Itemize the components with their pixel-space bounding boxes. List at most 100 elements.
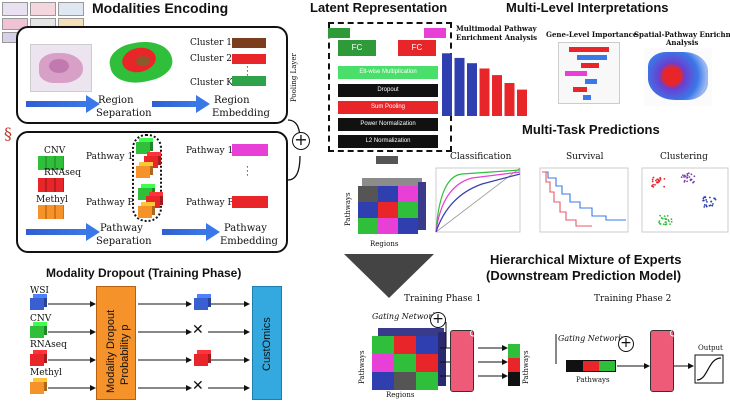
cluster-point <box>687 172 690 175</box>
pathway-1-embedding <box>232 144 268 156</box>
hme-pathways-label-2: Pathways <box>576 376 610 384</box>
pathway-separation-label-2: Separation <box>96 236 152 247</box>
hme-title-line-1: Hierarchical Mixture of Experts <box>490 252 682 267</box>
cluster-point <box>652 183 655 186</box>
dropout-wsi-label: WSI <box>30 286 49 296</box>
cluster-point <box>659 178 662 181</box>
modality-dropout-box: Modality Dropout Probability p <box>96 286 136 400</box>
cluster-point <box>664 223 667 226</box>
cluster-point <box>651 178 654 181</box>
region-separation-arrowhead <box>86 95 100 113</box>
multimodal-title-2: Enrichment Analysis <box>456 33 538 42</box>
clustering-chart <box>641 167 729 233</box>
hme-output-pathways-label: Pathways <box>522 350 530 384</box>
pathway-1-label: Pathway 1 <box>86 152 134 162</box>
cluster-point <box>713 197 715 200</box>
cluster-k-label: Cluster K <box>190 78 234 88</box>
pathway-1-embedding-label: Pathway 1 <box>186 146 234 156</box>
hme-vector-phase-2 <box>566 360 616 372</box>
output-label: Output <box>698 344 723 352</box>
cluster-point <box>658 221 661 224</box>
hme-arrows-2 <box>555 334 694 369</box>
cluster-point <box>688 176 691 178</box>
fc-input-green <box>328 28 350 38</box>
latent-regions-label: Regions <box>370 240 399 248</box>
cluster-point <box>680 176 683 179</box>
spatial-title-1: Spatial-Pathway Enrichment <box>634 30 730 39</box>
cluster-point <box>686 180 689 183</box>
cluster-point <box>667 219 670 221</box>
cluster-point <box>711 204 714 207</box>
section-title-latent-representation: Latent Representation <box>310 0 448 15</box>
training-phase-1-label: Training Phase 1 <box>404 294 482 304</box>
fc-left: FC <box>338 40 376 56</box>
cluster-point <box>703 206 706 208</box>
pathway-separation-arrow <box>26 229 86 235</box>
pathway-1-orange-cube <box>136 166 150 178</box>
pathway-p-orange-cube <box>138 206 152 218</box>
training-phase-2-label: Training Phase 2 <box>594 294 672 304</box>
dropout-cnv-label: CNV <box>30 314 52 324</box>
cluster-point <box>657 179 660 182</box>
cluster-point <box>670 218 673 221</box>
cluster-point <box>702 197 705 200</box>
multimodal-bar-chart <box>442 53 527 116</box>
step-l2-normalization: L2 Normalization <box>338 135 438 148</box>
enrichment-bar <box>454 57 465 116</box>
enrichment-bar <box>517 89 527 116</box>
pathway-embedding-label-2: Embedding <box>220 236 278 247</box>
cluster-point <box>711 203 714 205</box>
gene-level-title: Gene-Level Importance <box>546 30 638 39</box>
cluster-point <box>652 176 655 179</box>
cluster-1-label: Cluster 1 <box>190 38 233 48</box>
fc-right: FC <box>398 40 436 56</box>
pathway-p-embedding-label: Pathway P <box>186 198 234 208</box>
rnaseq-blocks <box>38 178 64 192</box>
hme-pathways-label-1: Pathways <box>358 350 366 384</box>
classifier-box-2: Classifier <box>650 296 680 392</box>
cluster-point <box>660 217 663 219</box>
dropout-output-arrows <box>138 301 250 391</box>
dropout-input-arrows <box>48 301 96 391</box>
latent-tensor <box>358 178 426 234</box>
section-title-multilevel-interpretations: Multi-Level Interpretations <box>506 0 669 15</box>
cluster-point <box>670 220 673 223</box>
cluster-point <box>663 177 666 180</box>
cluster-point <box>662 223 665 226</box>
enrichment-bar <box>442 53 452 116</box>
cluster-point <box>710 200 713 203</box>
cluster-point <box>705 204 708 207</box>
classification-title: Classification <box>450 152 512 162</box>
cluster-point <box>669 223 671 226</box>
cluster-point <box>706 200 708 203</box>
cluster-point <box>705 199 708 201</box>
pathway-separation-label-1: Pathway <box>100 223 143 234</box>
gating-network-label-2: Gating Network <box>558 334 624 343</box>
cluster-point <box>663 215 666 217</box>
cluster-point <box>659 223 662 225</box>
classifier-box-1: Classifier <box>450 296 480 392</box>
cluster-point <box>655 181 658 184</box>
cluster-point <box>686 174 689 177</box>
pathway-ellipsis: ··· <box>246 163 249 181</box>
region-embedding-arrow <box>152 101 196 107</box>
pathway-p-embedding <box>232 196 268 208</box>
dropout-rnaseq-cube <box>30 354 44 366</box>
hme-plus-icon-2: + <box>618 336 634 352</box>
enrichment-bar <box>504 83 515 116</box>
spatial-heatmap <box>644 48 712 106</box>
cluster-point <box>704 196 707 198</box>
cluster-point <box>665 221 667 223</box>
pathway-separation-arrowhead <box>86 223 100 241</box>
enrichment-bar <box>492 75 502 116</box>
hme-arrows-1 <box>440 322 508 379</box>
methyl-label: Methyl <box>36 195 68 205</box>
cluster-point <box>659 214 662 217</box>
cluster-point <box>693 180 695 183</box>
step-power-normalization: Power Normalization <box>338 118 438 131</box>
enrichment-bar <box>467 63 477 116</box>
pathway-dotted-group <box>132 134 162 222</box>
hme-regions-label-1: Regions <box>386 391 415 399</box>
cluster-point <box>690 173 693 176</box>
cluster-point <box>703 204 706 206</box>
